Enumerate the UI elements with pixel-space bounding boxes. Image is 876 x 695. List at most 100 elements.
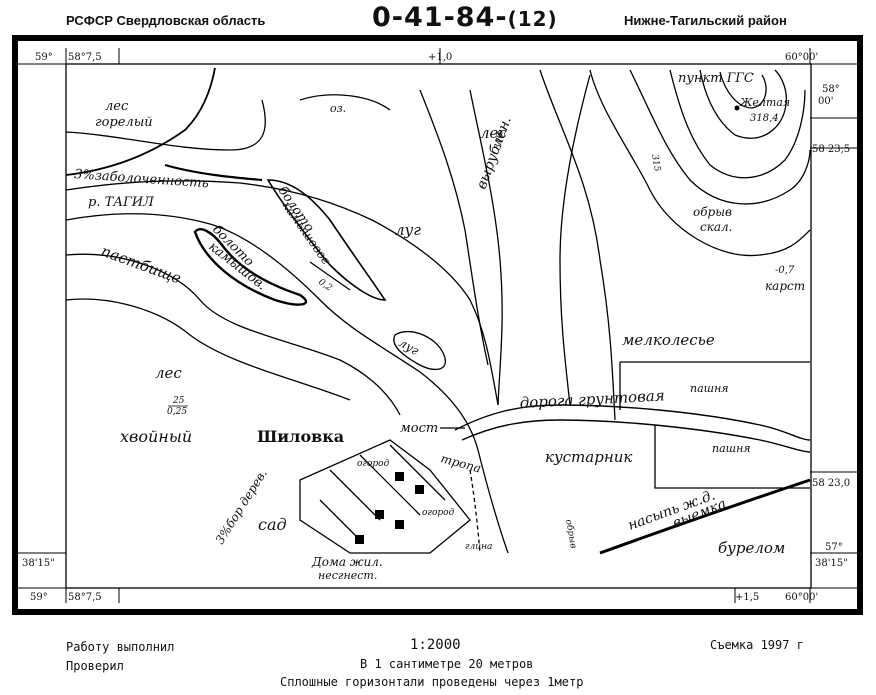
label-pashnya-1: пашня — [690, 382, 729, 395]
label-les-hvoy-2: хвойный — [120, 427, 192, 446]
grid-top: +1,0 — [428, 52, 452, 63]
contour-i — [65, 253, 401, 416]
label-flow-speed: 0,2 — [316, 277, 334, 294]
grid-right-1: 58 23,5 — [812, 144, 850, 155]
label-garden-1: огород — [357, 459, 390, 469]
forest-edge-2 — [65, 99, 266, 151]
contour-c — [629, 69, 811, 205]
sheet-number: 0-41-84-(12) — [372, 2, 558, 33]
header-district: Нижне-Тагильский район — [624, 13, 787, 28]
footer-checked: Проверил — [66, 659, 124, 673]
footer-contours: Сплошные горизонтали проведены через 1ме… — [280, 675, 584, 689]
label-pashnya-2: пашня — [712, 442, 751, 455]
label-tree-diameter: 0,25 — [167, 407, 187, 417]
contour-g — [559, 74, 591, 406]
village-outline — [299, 439, 471, 554]
label-les-vyrub-1: лес — [480, 124, 507, 142]
contour-e — [699, 69, 787, 139]
contour-a — [539, 69, 616, 421]
contour-j — [65, 298, 351, 401]
corner-lon-top-left: 58°7,5 — [68, 52, 102, 63]
river-bank-south — [65, 213, 509, 554]
village-streets — [319, 444, 446, 541]
contour-b — [589, 69, 811, 257]
label-meadow-2: луг — [397, 335, 422, 357]
corner-lon-bottom-right: 60°00' — [785, 592, 818, 603]
trail — [469, 469, 481, 554]
dirt-road-edge-2 — [461, 419, 811, 453]
flow-arrow — [309, 261, 351, 291]
label-karst: карст — [765, 279, 805, 293]
corner-lat-bottom: 59° — [30, 592, 48, 603]
corner-lat-top: 59° — [35, 52, 53, 63]
label-houses-2: несгнест. — [318, 569, 377, 582]
label-zheltaya-2: 318,4 — [750, 113, 779, 124]
label-lake: оз. — [330, 102, 346, 115]
lat-right-top-1: 58° — [822, 84, 840, 95]
field-bounds — [619, 361, 810, 489]
corner-lon-top-right: 60°00' — [785, 52, 818, 63]
label-melkolesye: мелколесье — [622, 331, 715, 349]
label-trail: тропа — [439, 451, 482, 475]
frame-labels: 59° 58°7,5 +1,0 60°00' 58° 00' 58 23,5 5… — [22, 52, 850, 603]
grid-bottom: +1,5 — [735, 592, 759, 603]
label-settlement: Шиловка — [257, 427, 344, 446]
label-windfall: бурелом — [718, 539, 785, 557]
outer-frame — [12, 35, 863, 615]
map-labels: лес горелый оз. 3%заболоченность р. ТАГИ… — [74, 71, 805, 582]
footer-survey: Съемка 1997 г — [710, 638, 804, 652]
lat-right-top-2: 00' — [818, 96, 833, 107]
footer-scale: 1:2000 — [410, 637, 461, 653]
forest-edge-1 — [65, 67, 216, 176]
contour-h — [419, 89, 489, 366]
label-houses-1: Дома жил. — [311, 555, 383, 569]
river-island — [393, 330, 446, 370]
label-bridge: мост — [400, 421, 438, 436]
inner-frame — [65, 63, 812, 589]
label-shrubs: кустарник — [545, 448, 632, 466]
label-river-tagil: р. ТАГИЛ — [88, 195, 155, 210]
label-karst-depth: -0,7 — [775, 265, 795, 276]
label-les-gorely-2: горелый — [95, 115, 153, 130]
river-bank-north — [65, 180, 499, 406]
village-houses — [355, 472, 424, 544]
swamp-reed-2 — [193, 228, 308, 306]
sheet-nomenclature: 0-41-84- — [372, 2, 508, 33]
footer-scale-note: В 1 сантиметре 20 метров — [360, 657, 534, 671]
label-meadow-1: луг — [395, 221, 421, 239]
corner-lon-bottom-left: 58°7,5 — [68, 592, 102, 603]
lat-right-bottom: 57° — [825, 542, 843, 553]
contour-f — [719, 71, 767, 109]
label-obryv-2: скал. — [700, 220, 733, 234]
railway — [599, 478, 811, 555]
label-pine-forest: 3%бор дерев. — [213, 467, 270, 547]
label-cliff-river: обрыв — [563, 519, 579, 550]
label-obryv-1: обрыв — [693, 205, 732, 219]
header-region: РСФСР Свердловская область — [66, 13, 266, 28]
label-orchard: сад — [258, 515, 287, 534]
swamp-reed-1 — [266, 179, 387, 301]
label-punkt-ggs: пункт ГГС — [678, 71, 754, 86]
contour-310 — [469, 89, 503, 406]
grid-right-2: 58 23,0 — [812, 478, 850, 489]
boundary-thick — [164, 163, 263, 182]
dirt-road-edge-1 — [454, 404, 811, 441]
lake-shore — [299, 94, 391, 111]
label-clay: глина — [465, 542, 492, 552]
label-les-hvoy-1: лес — [155, 364, 182, 382]
triangulation-point — [734, 105, 740, 111]
label-garden-2: огород — [422, 508, 455, 518]
footer-executed: Работу выполнил — [66, 640, 175, 654]
label-contour-310: 310 — [493, 132, 506, 151]
right-bottom-coord: 38'15" — [815, 558, 848, 569]
label-les-gorely-1: лес — [105, 99, 129, 114]
sheet-suffix: (12) — [507, 7, 558, 31]
frame-ticks — [18, 48, 858, 603]
label-tree-height: 25 — [172, 396, 185, 406]
label-contour-315: 315 — [649, 154, 662, 173]
label-pastbishche: пастбище — [99, 242, 184, 288]
label-zheltaya-1: Желтая — [739, 96, 790, 109]
contour-d — [669, 69, 806, 179]
left-bottom-coord: 38'15" — [22, 558, 55, 569]
